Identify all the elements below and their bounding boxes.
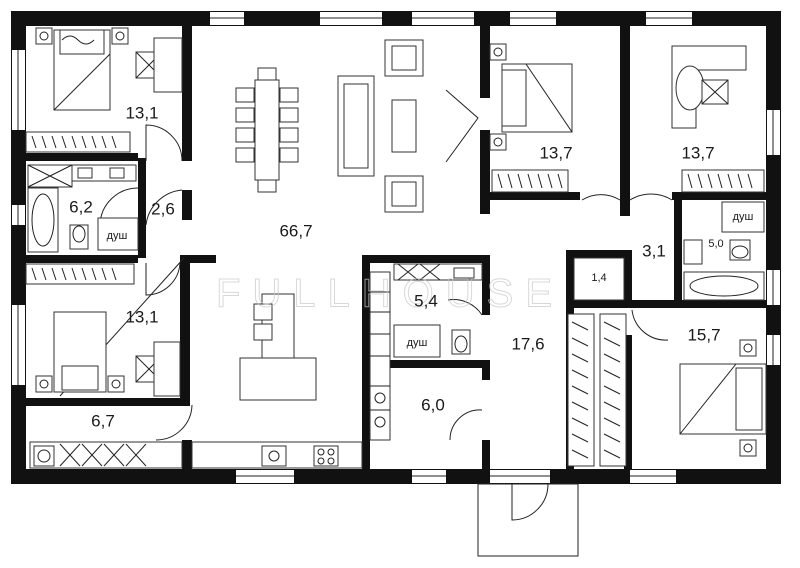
shower-label-w: душ [107, 230, 128, 242]
utility-fixtures [29, 441, 183, 469]
closet-box [573, 257, 625, 301]
room-area-bedroom-se: 15,7 [687, 325, 720, 344]
room-area-bedroom-nw: 13,1 [125, 103, 158, 122]
desk-ne [671, 45, 747, 129]
room-area-storage-c: 6,0 [421, 395, 445, 414]
armchair-living-2 [384, 175, 424, 213]
room-area-hall-e: 3,1 [642, 241, 666, 260]
room-area-bedroom-ne: 13,7 [681, 143, 714, 162]
room-area-bathroom-w: 6,2 [69, 197, 93, 216]
corridor-wardrobes [567, 313, 627, 467]
shower-label-e: душ [733, 211, 754, 223]
room-area-closet-e: 1,4 [591, 272, 606, 284]
room-area-hall-w: 2,6 [151, 199, 175, 218]
wardrobe-w2 [25, 263, 135, 285]
windows [12, 12, 780, 483]
room-area-utility-w: 6,7 [91, 411, 115, 430]
bathroom-c-fixtures [393, 263, 483, 358]
bed-n1 [489, 43, 573, 151]
bed-se [679, 339, 767, 457]
bed-nw [35, 27, 129, 111]
armchair-nw [135, 37, 183, 93]
kitchen-counter [191, 271, 391, 469]
watermark: FULLHOUSE [216, 272, 564, 316]
room-area-bathroom-e: 5,0 [708, 238, 723, 250]
doors [59, 89, 673, 441]
room-area-corridor: 17,6 [511, 334, 544, 353]
bathroom-e-fixtures [683, 201, 765, 301]
armchair-living-1 [384, 39, 424, 77]
armchair-w2 [135, 341, 181, 397]
bathroom-w-fixtures [27, 164, 139, 253]
room-area-bathroom-c: 5,4 [414, 291, 438, 310]
wardrobe-ne [681, 169, 765, 193]
dining-table [235, 67, 299, 193]
bed-w2 [35, 311, 125, 393]
shower-label-c: душ [407, 337, 428, 349]
room-area-bedroom-n1: 13,7 [539, 143, 572, 162]
sofa [337, 75, 417, 177]
entrance-porch [477, 483, 579, 557]
wardrobe-n1 [491, 169, 569, 193]
room-area-bedroom-w2: 13,1 [125, 307, 158, 326]
kitchen-island [239, 293, 317, 401]
room-area-living: 66,7 [279, 221, 312, 240]
wardrobe-nw [25, 131, 131, 153]
